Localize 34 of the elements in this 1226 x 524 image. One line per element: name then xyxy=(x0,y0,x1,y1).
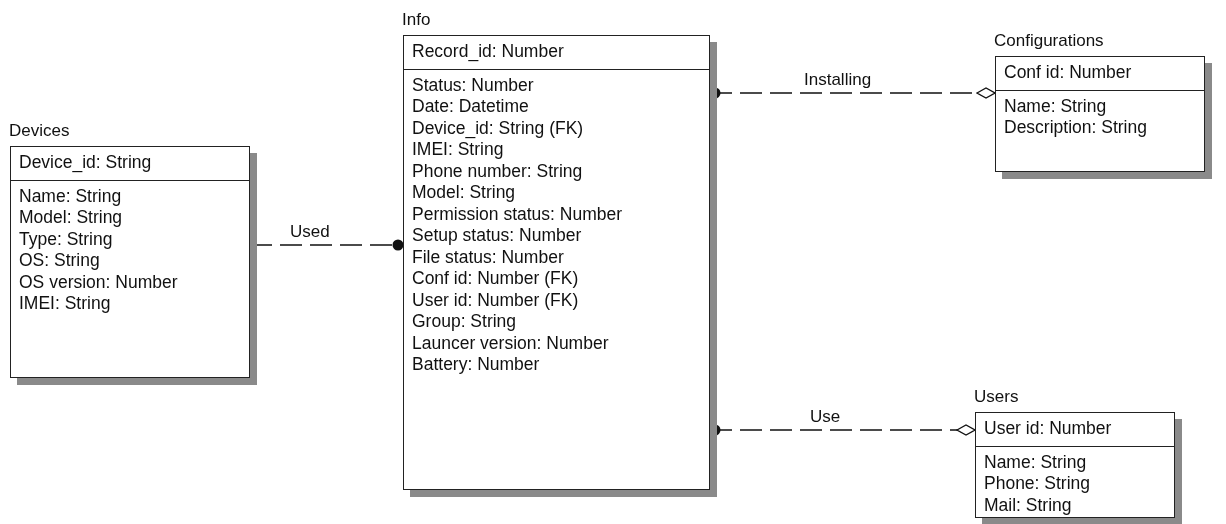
attribute: IMEI: String xyxy=(19,293,111,315)
attribute: Type: String xyxy=(19,228,113,250)
attribute: Model: String xyxy=(19,207,123,229)
attribute: Mail: String xyxy=(984,494,1072,516)
attribute: OS version: Number xyxy=(19,271,178,293)
entity-name: Users xyxy=(974,387,1019,407)
attribute: File status: Number xyxy=(412,246,564,268)
attribute: Name: String xyxy=(19,185,122,207)
primary-key-attribute: Device_id: String xyxy=(19,152,152,174)
attribute: Name: String xyxy=(1004,95,1107,117)
attribute: Date: Datetime xyxy=(412,96,529,118)
attribute: OS: String xyxy=(19,250,100,272)
attribute: Setup status: Number xyxy=(412,225,582,247)
primary-key-attribute: Conf id: Number xyxy=(1004,62,1132,84)
attribute: Phone number: String xyxy=(412,160,583,182)
entity-name: Info xyxy=(402,10,431,30)
attribute: Description: String xyxy=(1004,117,1147,139)
entity-name: Configurations xyxy=(994,31,1104,51)
attribute: Status: Number xyxy=(412,74,534,96)
attribute: IMEI: String xyxy=(412,139,504,161)
attribute: Conf id: Number (FK) xyxy=(412,268,579,290)
entity-name: Devices xyxy=(9,121,70,141)
edge-label: Installing xyxy=(802,70,874,90)
attribute: Device_id: String (FK) xyxy=(412,117,584,139)
attribute: Launcer version: Number xyxy=(412,332,609,354)
attribute: Model: String xyxy=(412,182,516,204)
attribute: User id: Number (FK) xyxy=(412,289,579,311)
attribute: Phone: String xyxy=(984,473,1091,495)
primary-key-attribute: Record_id: Number xyxy=(412,41,564,63)
attribute: Battery: Number xyxy=(412,354,540,376)
attribute: Group: String xyxy=(412,311,517,333)
primary-key-attribute: User id: Number xyxy=(984,418,1112,440)
attribute: Name: String xyxy=(984,451,1087,473)
attribute: Permission status: Number xyxy=(412,203,623,225)
